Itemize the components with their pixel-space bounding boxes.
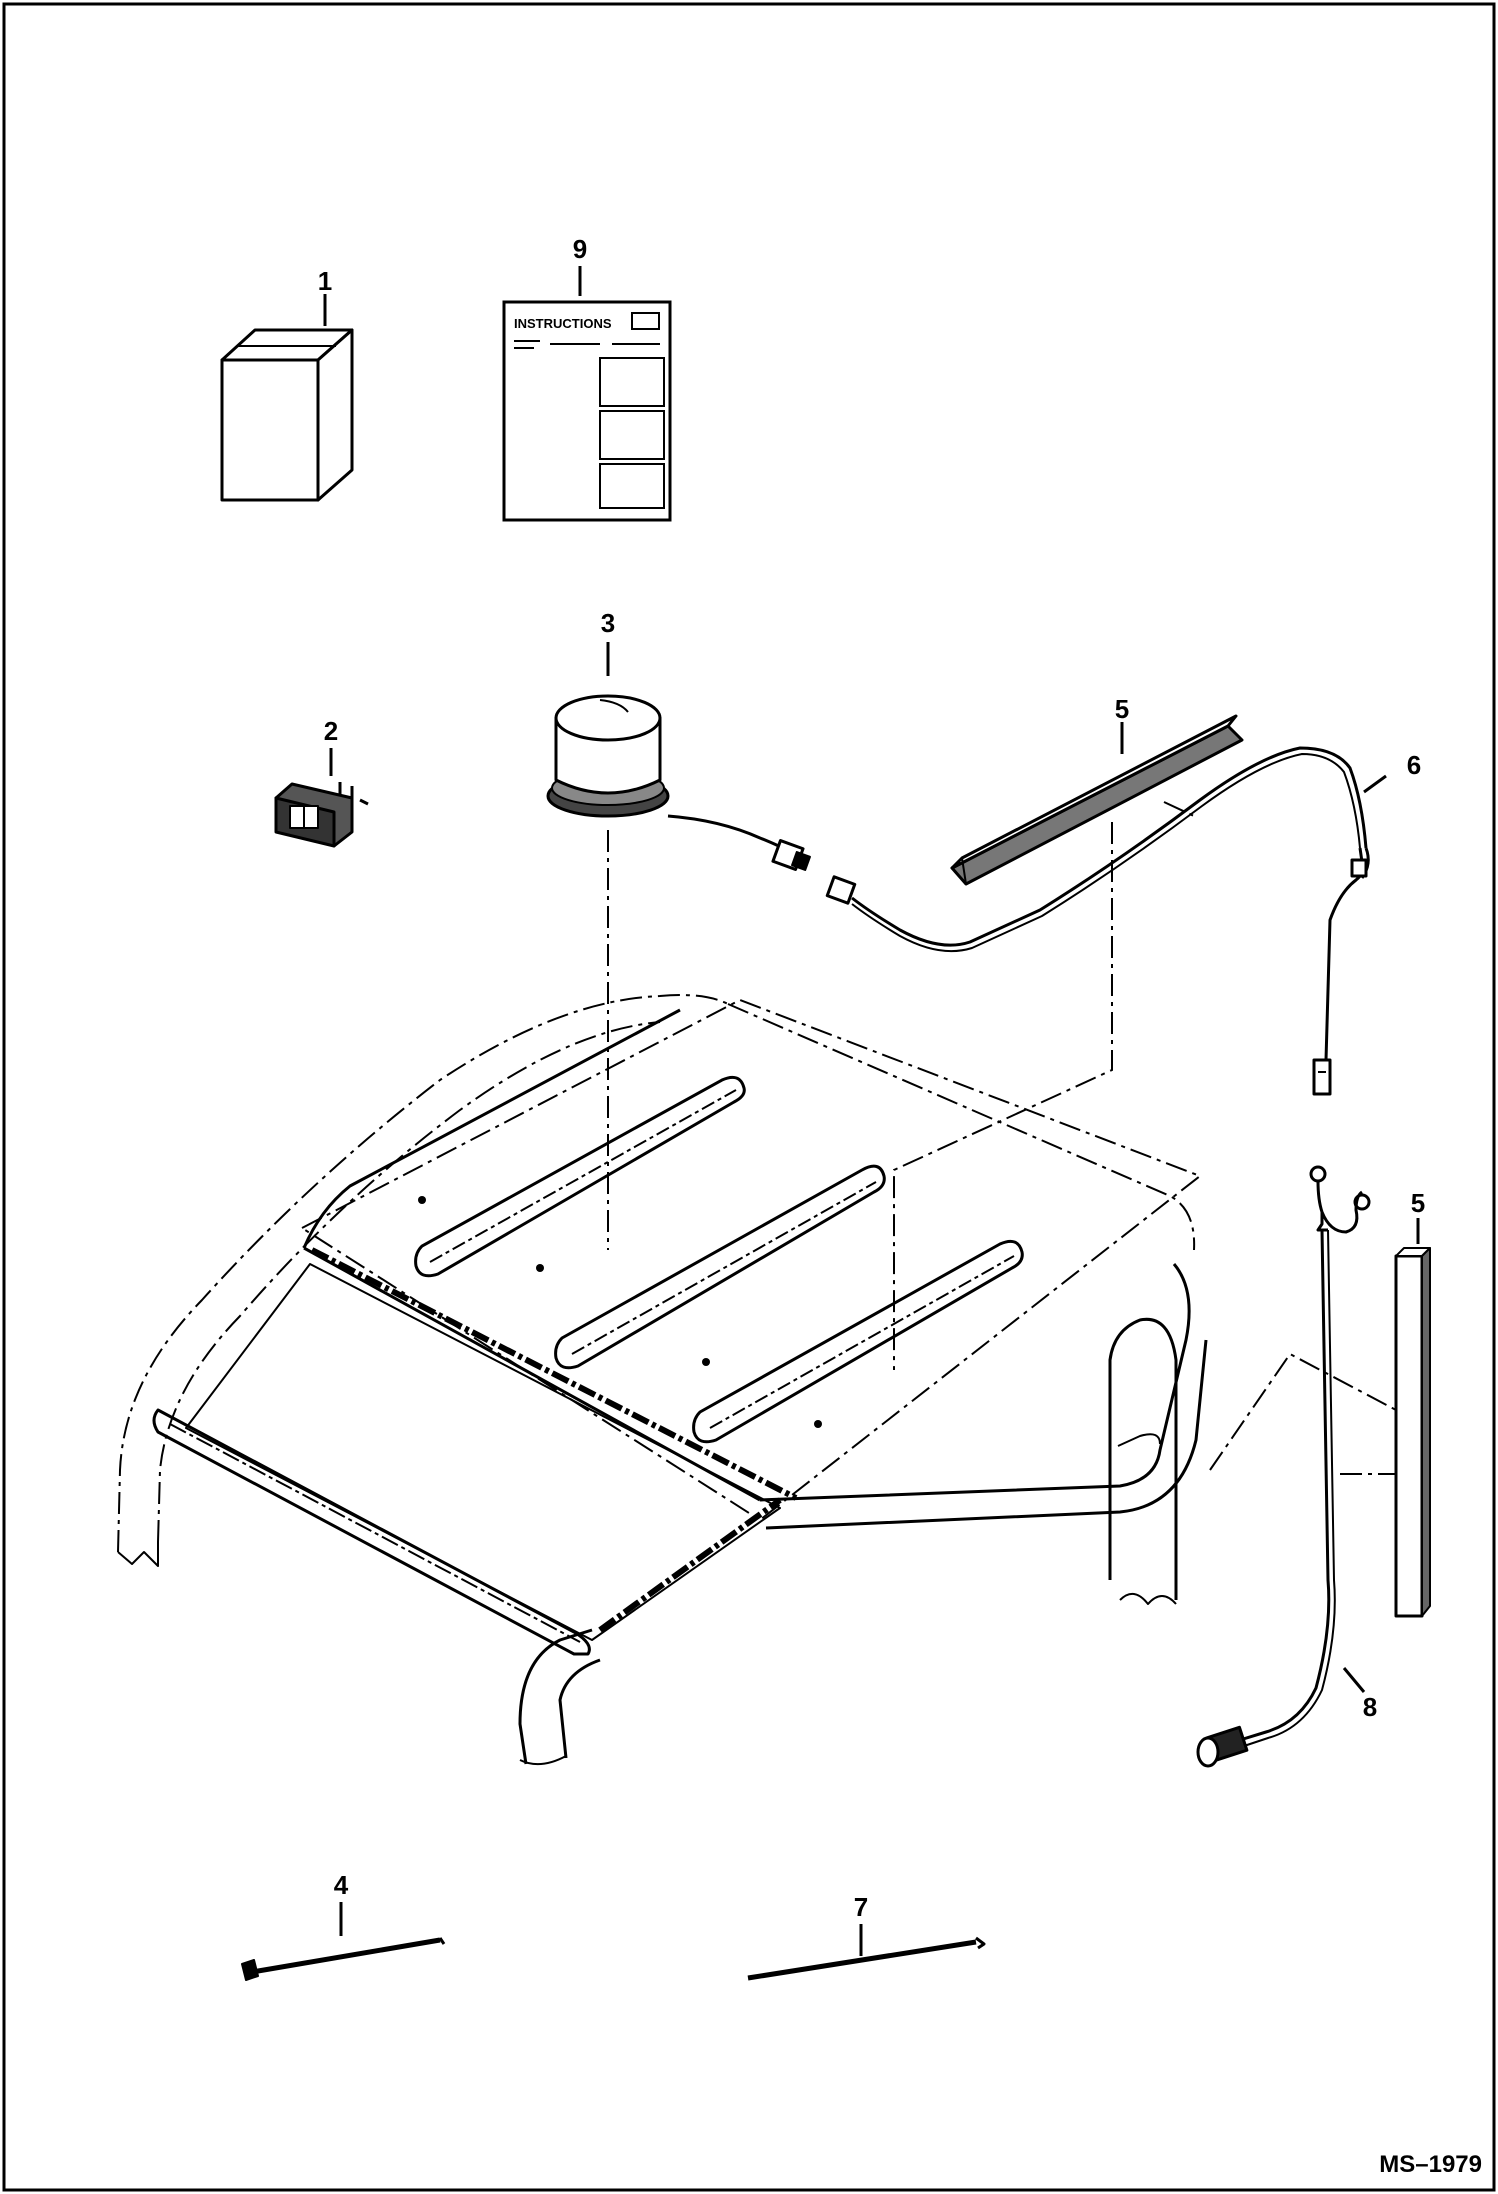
part-9-instructions-sheet <box>502 300 672 522</box>
part-7-cable-tie <box>747 1936 986 1981</box>
figure-reference: MS–1979 <box>1379 2151 1482 2178</box>
callout-8: 8 <box>1363 1692 1377 1722</box>
canopy-bolt-holes <box>418 1196 822 1428</box>
callout-1: 1 <box>318 266 332 296</box>
instructions-sheet-title: INSTRUCTIONS <box>514 316 612 331</box>
part-1-box <box>220 328 354 502</box>
part-5-pad-strip-upper <box>950 714 1244 886</box>
callout-5-upper: 5 <box>1115 694 1129 724</box>
canopy-frame <box>117 994 1208 1766</box>
part-4-cable-tie <box>241 1937 446 1981</box>
callout-9: 9 <box>573 234 587 264</box>
callout-2: 2 <box>324 716 338 746</box>
part-8-switch-harness <box>1196 1165 1371 1768</box>
callout-4: 4 <box>334 1870 349 1900</box>
callout-7: 7 <box>854 1892 868 1922</box>
part-2-switch <box>274 782 369 848</box>
part-5-pad-strip-lower <box>1394 1247 1431 1618</box>
part-3-beacon <box>546 694 811 871</box>
assembly-leader-lines <box>607 801 1397 1475</box>
callout-3: 3 <box>601 608 615 638</box>
callout-5-lower: 5 <box>1411 1188 1425 1218</box>
callout-6: 6 <box>1407 750 1421 780</box>
